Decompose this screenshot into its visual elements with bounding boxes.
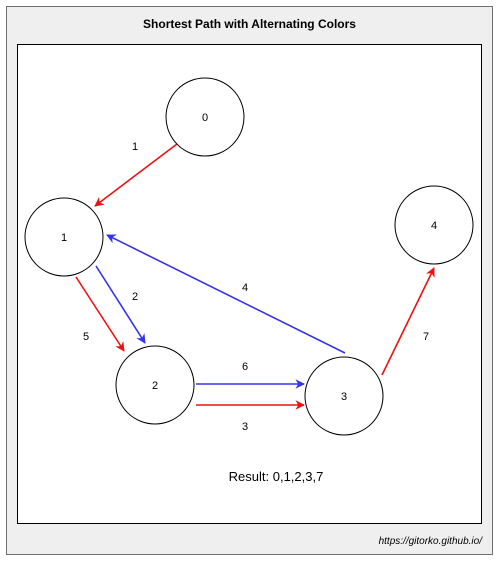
node-circle [165, 77, 245, 157]
edge-weight-label: 3 [242, 421, 248, 433]
node-circle [304, 356, 384, 436]
edge-0-1-red: 1 [94, 141, 178, 207]
node-2: 2 [115, 345, 195, 425]
edge-1-2-red: 5 [75, 276, 125, 352]
edge-line [106, 234, 346, 354]
edges-layer: 1 5 2 6 3 4 7 [75, 141, 435, 433]
footer-url: https://gitorko.github.io/ [378, 536, 482, 547]
edge-3-1-blue: 4 [106, 234, 346, 354]
node-label: 0 [202, 112, 208, 124]
edge-line [95, 265, 146, 344]
node-circle [115, 345, 195, 425]
nodes-layer: 0 1 2 3 4 [24, 77, 474, 436]
edge-line [381, 267, 435, 376]
edge-weight-label: 7 [423, 331, 429, 343]
diagram-frame: Shortest Path with Alternating Colors ht… [6, 6, 493, 555]
edge-weight-label: 4 [242, 282, 248, 294]
node-label: 3 [341, 391, 347, 403]
node-label: 2 [152, 380, 158, 392]
node-circle [24, 197, 104, 277]
node-circle [394, 185, 474, 265]
edge-weight-label: 6 [242, 361, 248, 373]
node-4: 4 [394, 185, 474, 265]
edge-weight-label: 2 [132, 291, 138, 303]
edge-line [94, 143, 178, 207]
edge-3-4-red: 7 [381, 267, 435, 376]
diagram-title: Shortest Path with Alternating Colors [143, 17, 356, 31]
edge-line [75, 276, 125, 352]
edge-weight-label: 5 [83, 331, 89, 343]
node-label: 1 [61, 232, 67, 244]
edge-1-2-blue: 2 [95, 265, 146, 344]
node-label: 4 [431, 220, 437, 232]
node-1: 1 [24, 197, 104, 277]
edge-2-3-blue: 6 [196, 361, 305, 389]
edge-weight-label: 1 [132, 141, 138, 153]
node-3: 3 [304, 356, 384, 436]
node-0: 0 [165, 77, 245, 157]
edge-2-3-red: 3 [196, 400, 305, 433]
diagram-canvas [17, 44, 482, 524]
result-text: Result: 0,1,2,3,7 [229, 469, 324, 484]
